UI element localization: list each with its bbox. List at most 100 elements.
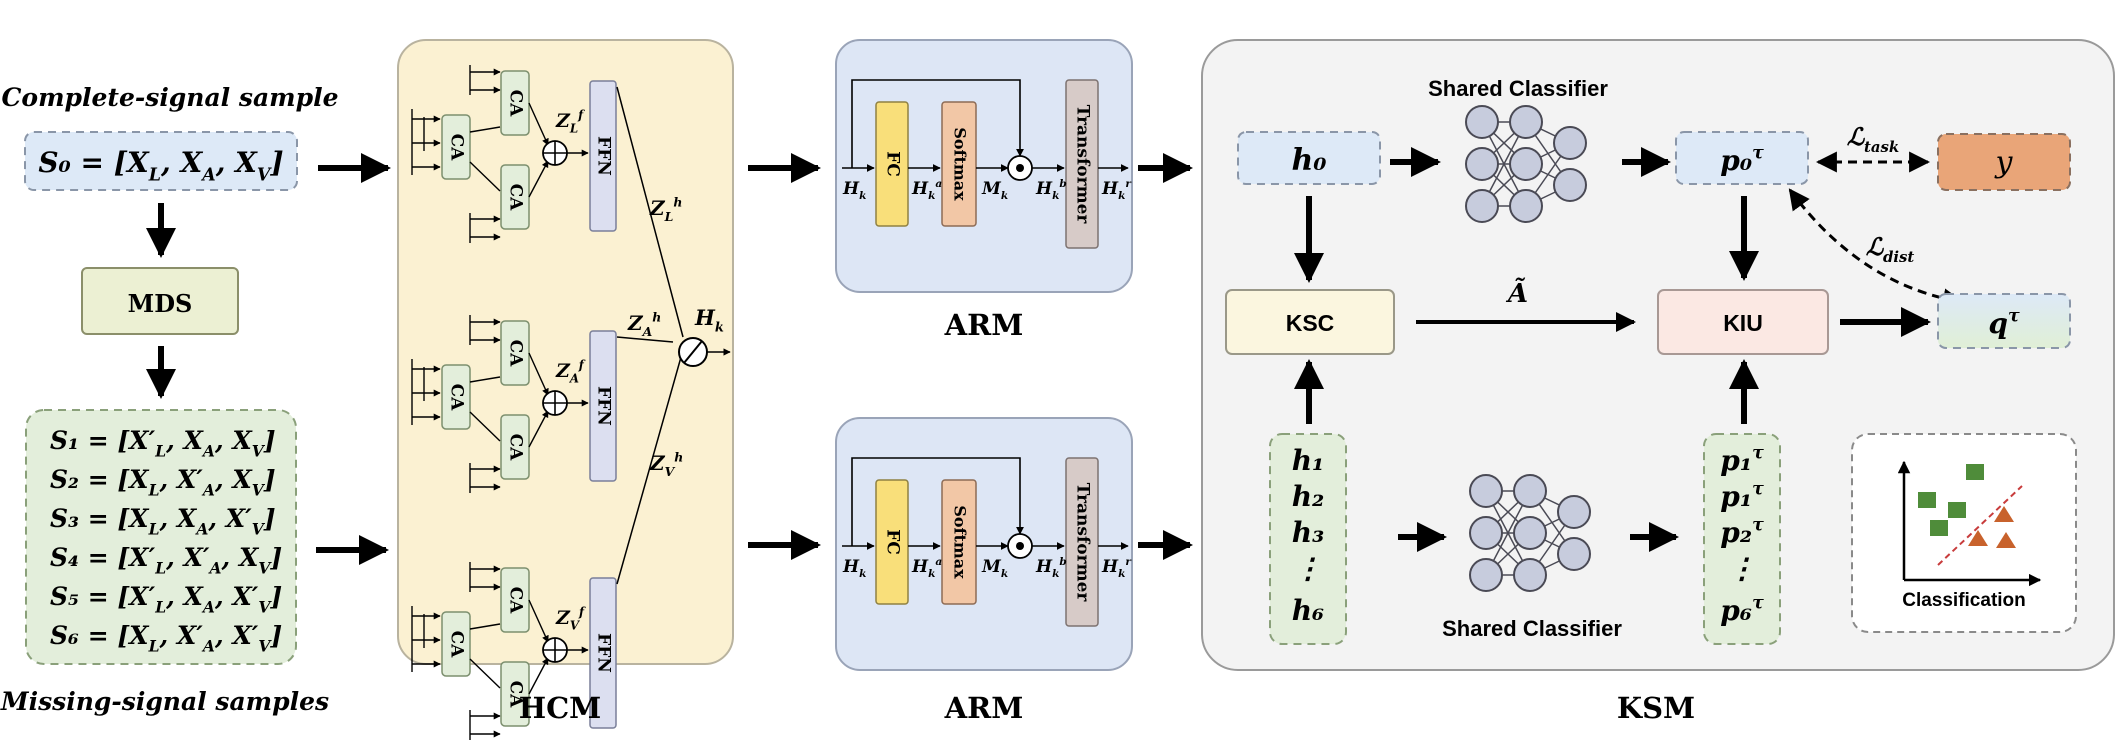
ffn-block [589, 330, 617, 482]
classification-inset [1851, 433, 2077, 633]
neuron [1553, 126, 1587, 160]
ca-label: CA [506, 681, 526, 709]
h-list-item: h₂ [1292, 480, 1325, 513]
transformer-label: Transformer [1073, 483, 1093, 603]
ca-label: CA [506, 90, 526, 118]
missing-sample-rows: S₁ = [X′L, XA, XV] S₂ = [XL, X′A, XV] S₃ =… [50, 426, 282, 656]
arm-label-after-mul: Hkb [1035, 556, 1067, 580]
p-list-item: p₆τ [1720, 593, 1764, 627]
fc-block [875, 479, 909, 605]
class-square [1948, 502, 1966, 518]
ca-label: CA [447, 134, 467, 162]
ca-block [441, 364, 471, 430]
p-list-item: p₂τ [1720, 515, 1764, 549]
neuron [1465, 105, 1499, 139]
fused-feature-label: ZLf [555, 108, 585, 136]
ca-label: CA [506, 340, 526, 368]
hcm-output-label: Hk [694, 305, 724, 335]
neuron [1553, 168, 1587, 202]
arm-label-output: Hkr [1101, 178, 1132, 202]
neuron [1513, 516, 1547, 550]
ffn-label: FFN [594, 136, 614, 176]
class-square [1918, 492, 1936, 508]
p-list-box [1703, 433, 1781, 645]
loss-dist-label: ℒdist [1866, 232, 1915, 266]
arm-panel [835, 417, 1133, 671]
class-triangle [1994, 506, 2014, 522]
complete-sample-box [24, 131, 298, 191]
fused-feature-label: ZVf [555, 605, 586, 633]
shared-classifier-bottom-label: Shared Classifier [1442, 616, 1622, 641]
h-list-item: h₃ [1292, 516, 1325, 549]
missing-signal-caption: Missing-signal samples [0, 687, 329, 716]
y-label: y [1994, 145, 2014, 180]
missing-sample-row: S₄ = [X′L, X′A, XV] [50, 543, 282, 578]
ffn-block [589, 577, 617, 729]
neuron [1465, 147, 1499, 181]
arm-label-mask: Mk [981, 557, 1008, 580]
transformer-block [1065, 457, 1099, 627]
class-triangle [1996, 532, 2016, 548]
ffn-label: FFN [594, 386, 614, 426]
neuron [1469, 516, 1503, 550]
missing-sample-row: S₆ = [XL, X′A, X′V] [50, 621, 282, 656]
shared-classifier-bottom-network [1469, 474, 1591, 592]
arm-panel [835, 39, 1133, 293]
ca-label: CA [447, 631, 467, 659]
missing-sample-row: S₂ = [XL, X′A, XV] [50, 465, 276, 500]
kiu-box [1657, 289, 1829, 355]
p0-label: p₀τ [1720, 143, 1764, 177]
neuron [1557, 495, 1591, 529]
ffn-label: FFN [594, 633, 614, 673]
input-column: Complete-signal sample S₀ = [XL, XA, XV]… [0, 83, 391, 716]
fc-label: FC [883, 529, 903, 555]
ca-block [441, 611, 471, 677]
h-list-item: h₁ [1292, 444, 1325, 477]
transformer-block [1065, 79, 1099, 249]
shared-classifier-top-label: Shared Classifier [1428, 76, 1608, 101]
ca-label: CA [506, 434, 526, 462]
loss-task-label: ℒtask [1847, 122, 1900, 156]
ksm-title: KSM [1617, 691, 1695, 725]
missing-sample-row: S₃ = [XL, XA, X′V] [50, 504, 276, 539]
loss-dist-link [1788, 188, 1965, 310]
y-box [1937, 133, 2071, 191]
arm-label-input: Hk [842, 179, 866, 202]
q-box [1937, 293, 2071, 349]
arm-label-after-fc: Hka [911, 556, 942, 580]
classification-caption: Classification [1902, 590, 2026, 611]
q-label: qτ [1988, 306, 2020, 340]
hcm-zah-label: ZAh [627, 310, 661, 339]
neuron [1469, 558, 1503, 592]
mds-label: MDS [128, 289, 193, 318]
ksc-label: KSC [1286, 310, 1335, 336]
shared-classifier-top-network [1465, 105, 1587, 223]
neuron [1557, 537, 1591, 571]
missing-sample-row: S₁ = [X′L, XA, XV] [50, 426, 276, 461]
arm-title: ARM [944, 691, 1024, 725]
arm-title: ARM [944, 308, 1024, 342]
transformer-label: Transformer [1073, 105, 1093, 225]
softmax-label: Softmax [951, 127, 970, 201]
p0-box [1675, 131, 1809, 185]
ffn-block [589, 80, 617, 232]
p-list-item: ⋮ [1728, 552, 1756, 585]
hcm-panel [397, 39, 734, 665]
fc-label: FC [883, 151, 903, 177]
ca-label: CA [506, 184, 526, 212]
h-list-box [1269, 433, 1347, 645]
fc-block [875, 101, 909, 227]
class-square [1930, 520, 1948, 536]
neuron [1465, 189, 1499, 223]
h-list-item: h₆ [1292, 594, 1325, 627]
h0-label: h₀ [1292, 143, 1327, 178]
complete-sample-formula: S₀ = [XL, XA, XV] [38, 146, 283, 185]
